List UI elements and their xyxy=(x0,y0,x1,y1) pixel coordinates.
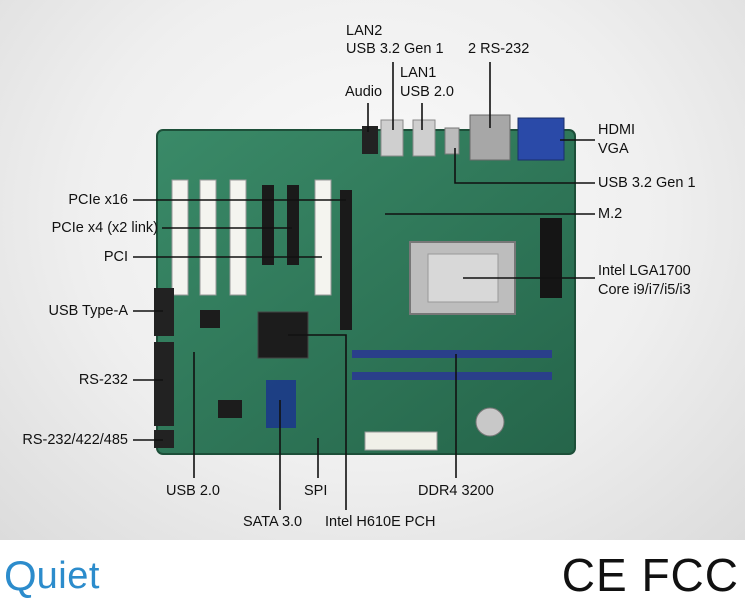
label-sata: SATA 3.0 xyxy=(243,514,303,530)
quiet-logo-initial: Q xyxy=(4,552,37,599)
rs232-headers xyxy=(154,342,174,426)
super-io-chip xyxy=(200,310,220,328)
certification-marks: CE FCC xyxy=(561,549,739,601)
pci-slot-4 xyxy=(314,179,332,296)
vga-hdmi-connector xyxy=(517,117,565,161)
quiet-logo-text: uiet xyxy=(36,554,100,597)
sata-connectors xyxy=(266,380,296,428)
label-cpu-line1: Intel LGA1700 xyxy=(598,263,691,279)
label-cpu-line2: Core i9/i7/i5/i3 xyxy=(598,282,691,298)
pcie-x16-slot xyxy=(340,190,352,330)
label-spi: SPI xyxy=(304,483,328,499)
label-audio: Audio xyxy=(345,84,383,100)
rs485-header xyxy=(154,430,174,448)
atx-power xyxy=(364,431,438,451)
io-chip xyxy=(218,400,242,418)
leader-usb32-right xyxy=(454,148,595,184)
usb-port-stack xyxy=(444,127,460,155)
cmos-battery xyxy=(475,407,505,437)
label-m2: M.2 xyxy=(598,206,623,222)
label-2-rs232: 2 RS-232 xyxy=(468,41,530,57)
label-rs232: RS-232 xyxy=(78,372,128,388)
label-rs232-422-485: RS-232/422/485 xyxy=(22,432,128,448)
label-usb32-gen1-right: USB 3.2 Gen 1 xyxy=(598,175,696,191)
label-pch: Intel H610E PCH xyxy=(325,514,436,530)
pci-slot-2 xyxy=(199,179,217,296)
dimm-slot-1 xyxy=(352,350,552,358)
diagram-stage: LAN2 USB 3.2 Gen 1 2 RS-232 LAN1 Audio U… xyxy=(0,0,745,540)
label-usb-type-a: USB Type-A xyxy=(48,303,128,319)
label-lan2: LAN2 xyxy=(346,23,383,39)
lan1-port xyxy=(412,119,436,157)
label-hdmi: HDMI xyxy=(598,122,636,138)
lan2-port xyxy=(380,119,404,157)
usb-type-a-header xyxy=(154,288,174,336)
dimm-slot-2 xyxy=(352,372,552,380)
label-lan1: LAN1 xyxy=(400,65,437,81)
pci-slot-3 xyxy=(229,179,247,296)
vrm-heatsink xyxy=(540,218,562,298)
audio-jack xyxy=(362,126,378,154)
label-usb20-top: USB 2.0 xyxy=(400,84,454,100)
label-pci: PCI xyxy=(103,249,128,265)
label-ddr4: DDR4 3200 xyxy=(418,483,494,499)
pci-slot-1 xyxy=(171,179,189,296)
motherboard-diagram xyxy=(133,62,595,510)
label-pcie-x16: PCIe x16 xyxy=(68,192,128,208)
label-usb20-bottom: USB 2.0 xyxy=(166,483,220,499)
label-pcie-x4: PCIe x4 (x2 link) xyxy=(51,220,158,236)
pcie-x4-slot-2 xyxy=(287,185,299,265)
label-usb32-gen1-top: USB 3.2 Gen 1 xyxy=(346,41,444,57)
leader-pch xyxy=(288,334,347,510)
pcie-x4-slot-1 xyxy=(262,185,274,265)
label-vga: VGA xyxy=(598,141,629,157)
